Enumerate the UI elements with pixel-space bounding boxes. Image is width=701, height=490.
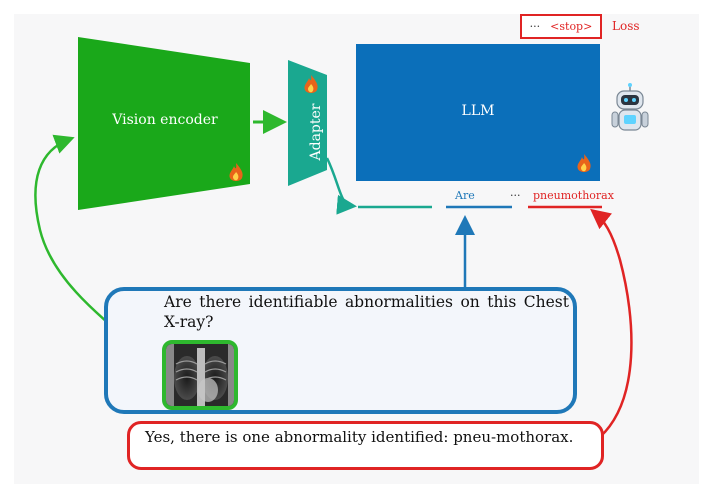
- token-pneumothorax: pneumothorax: [533, 189, 614, 202]
- answer-to-llm-arrow: [590, 208, 633, 438]
- answer-box: [127, 421, 604, 470]
- adapter-to-llm-arrow: [325, 157, 357, 215]
- robot-icon: [611, 83, 649, 131]
- llm-label: LLM: [461, 103, 495, 119]
- fire-icon: [229, 163, 243, 181]
- answer-text: Yes, there is one abnormality identified…: [145, 428, 574, 446]
- vision-encoder-block: [78, 37, 250, 210]
- token-are: Are: [455, 189, 475, 202]
- fire-icon: [577, 154, 591, 172]
- chest-xray-image: [162, 340, 238, 410]
- vision-encoder-label: Vision encoder: [112, 112, 218, 128]
- loss-label: Loss: [612, 19, 640, 33]
- adapter-label: Adapter: [308, 103, 324, 161]
- fire-icon: [304, 75, 318, 93]
- loss-target-box: ··· <stop>: [520, 14, 602, 39]
- llm-block: [356, 44, 600, 181]
- stop-ellipsis: ···: [529, 20, 541, 33]
- adapter-block: [288, 60, 327, 186]
- question-text: Are there identifiable abnormalities on …: [164, 293, 569, 331]
- stop-token: <stop>: [550, 20, 593, 33]
- token-ellipsis: ···: [510, 189, 521, 202]
